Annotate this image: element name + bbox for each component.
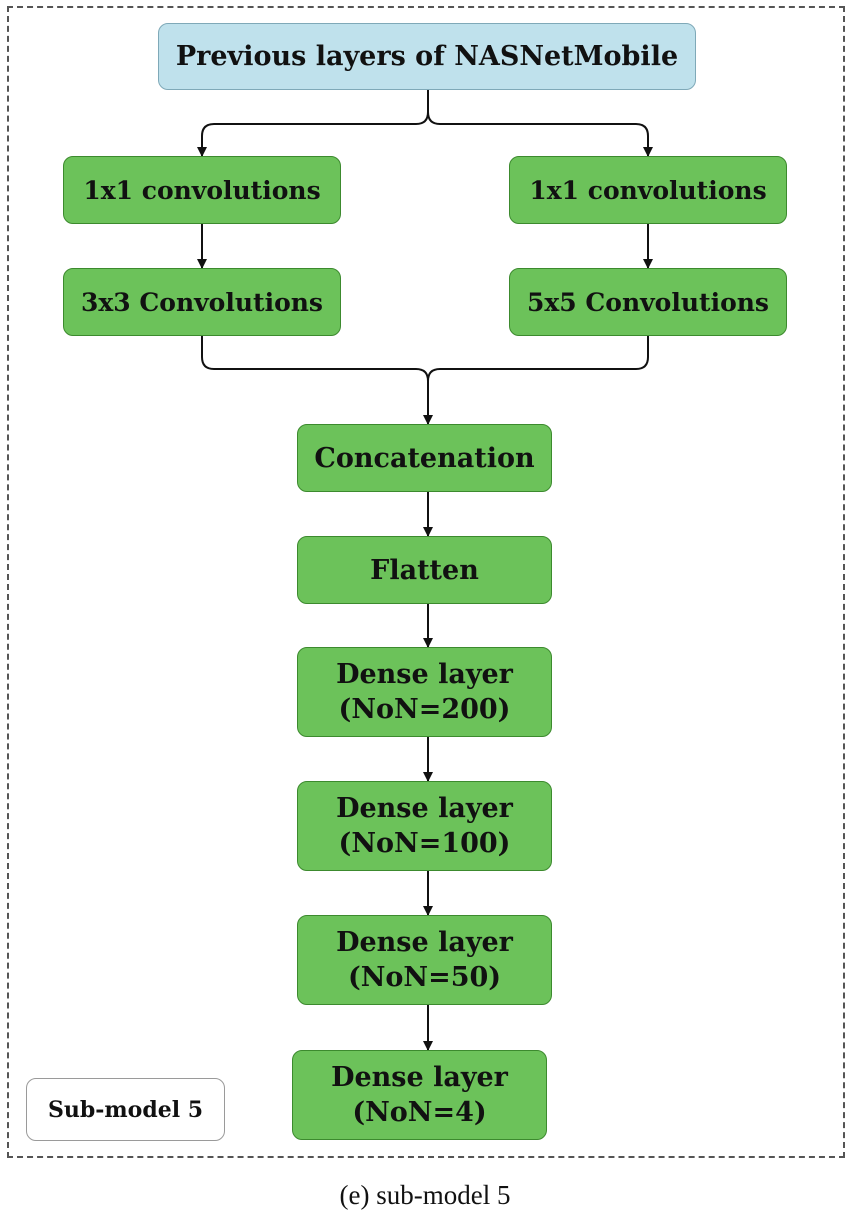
flatten-label: Flatten — [370, 554, 479, 586]
submodel-label-box: Sub-model 5 — [26, 1078, 225, 1141]
left-1x1-conv-label: 1x1 convolutions — [83, 175, 321, 205]
conv-5x5-label: 5x5 Convolutions — [527, 287, 769, 317]
previous-layers-node: Previous layers of NASNetMobile — [158, 23, 696, 90]
previous-layers-label: Previous layers of NASNetMobile — [175, 41, 679, 72]
dense-layer-label: Dense layer — [336, 792, 513, 824]
dense-layer-label: Dense layer — [331, 1061, 508, 1093]
submodel-label: Sub-model 5 — [47, 1096, 204, 1123]
flatten-node: Flatten — [297, 536, 552, 604]
concatenation-label: Concatenation — [314, 442, 535, 474]
dense-layer-label: Dense layer — [336, 658, 513, 690]
diagram-frame — [7, 6, 845, 1158]
dense-layer-units: (NoN=100) — [338, 828, 511, 859]
concatenation-node: Concatenation — [297, 424, 552, 492]
dense-layer-label: Dense layer — [336, 926, 513, 958]
left-1x1-conv-node: 1x1 convolutions — [63, 156, 341, 224]
dense-layer-200-node: Dense layer (NoN=200) — [297, 647, 552, 737]
conv-3x3-node: 3x3 Convolutions — [63, 268, 341, 336]
figure-caption: (e) sub-model 5 — [339, 1180, 511, 1210]
dense-layer-units: (NoN=200) — [338, 694, 511, 725]
conv-5x5-node: 5x5 Convolutions — [509, 268, 787, 336]
dense-layer-4-node: Dense layer (NoN=4) — [292, 1050, 547, 1140]
right-1x1-conv-node: 1x1 convolutions — [509, 156, 787, 224]
dense-layer-units: (NoN=50) — [347, 962, 502, 993]
right-1x1-conv-label: 1x1 convolutions — [529, 175, 767, 205]
dense-layer-50-node: Dense layer (NoN=50) — [297, 915, 552, 1005]
conv-3x3-label: 3x3 Convolutions — [81, 287, 323, 317]
dense-layer-100-node: Dense layer (NoN=100) — [297, 781, 552, 871]
dense-layer-units: (NoN=4) — [352, 1097, 487, 1128]
